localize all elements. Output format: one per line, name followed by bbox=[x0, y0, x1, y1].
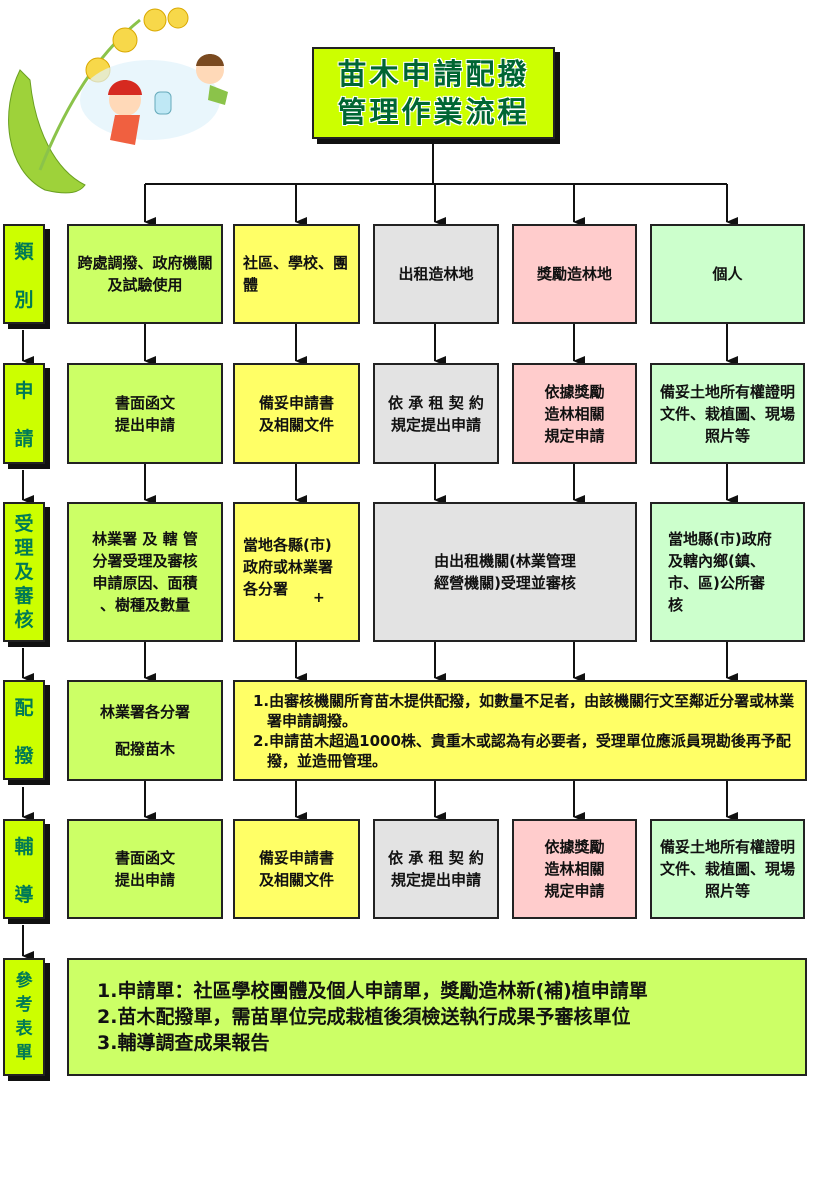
apply-community-school: 備妥申請書 及相關文件 bbox=[233, 363, 360, 464]
apply-incentive-land: 依據獎勵 造林相關 規定申請 bbox=[512, 363, 637, 464]
title-line-2: 管理作業流程 bbox=[337, 95, 530, 129]
category-community-school: 社區、學校、團體 bbox=[233, 224, 360, 324]
allocate-notes: 1.由審核機關所育苗木提供配撥，如數量不足者，由該機關行文至鄰近分署或林業署申請… bbox=[233, 680, 807, 781]
row-label-char: 考 bbox=[15, 995, 33, 1015]
row-label-char: 單 bbox=[15, 1043, 33, 1063]
row-label-char: 參 bbox=[15, 971, 33, 991]
row-label-char: 輔 bbox=[14, 835, 34, 858]
reference-item: 1.申請單：社區學校團體及個人申請單，獎勵造林新(補)植申請單 bbox=[97, 980, 648, 1002]
allocate-left-line-1: 林業署各分署 bbox=[99, 703, 190, 721]
row-label-category: 類 別 bbox=[3, 224, 45, 324]
allocate-note-1: 1.由審核機關所育苗木提供配撥，如數量不足者，由該機關行文至鄰近分署或林業署申請… bbox=[253, 691, 795, 730]
review-community-school: 當地各縣(市) 政府或林業署 各分署 bbox=[233, 502, 360, 642]
row-label-guide: 輔 導 bbox=[3, 819, 45, 919]
review-interagency: 林業署 及 轄 管 分署受理及審核 申請原因、面積 、樹種及數量 bbox=[67, 502, 223, 642]
guide-leased-land: 依 承 租 契 約 規定提出申請 bbox=[373, 819, 499, 919]
row-label-char: 理 bbox=[14, 537, 34, 559]
page-title: 苗木申請配撥 管理作業流程 bbox=[312, 47, 555, 139]
references-box: 1.申請單：社區學校團體及個人申請單，獎勵造林新(補)植申請單 2.苗木配撥單，… bbox=[67, 958, 807, 1076]
review-leased-incentive: 由出租機關(林業管理 經營機關)受理並審核 bbox=[373, 502, 637, 642]
category-interagency: 跨處調撥、政府機關及試驗使用 bbox=[67, 224, 223, 324]
row-label-char: 受 bbox=[14, 513, 34, 535]
apply-leased-land: 依 承 租 契 約 規定提出申請 bbox=[373, 363, 499, 464]
guide-individual: 備妥土地所有權證明文件、栽植圖、現場照片等 bbox=[650, 819, 805, 919]
row-label-allocate: 配 撥 bbox=[3, 680, 45, 780]
title-line-1: 苗木申請配撥 bbox=[337, 57, 530, 91]
category-incentive-land: 獎勵造林地 bbox=[512, 224, 637, 324]
fairy-illustration bbox=[8, 7, 228, 194]
guide-interagency: 書面函文 提出申請 bbox=[67, 819, 223, 919]
review-individual: 當地縣(市)政府 及轄內鄉(鎮、 市、區)公所審 核 bbox=[650, 502, 805, 642]
category-individual: 個人 bbox=[650, 224, 805, 324]
guide-incentive-land: 依據獎勵 造林相關 規定申請 bbox=[512, 819, 637, 919]
row-label-review: 受 理 及 審 核 bbox=[3, 502, 45, 642]
row-label-char: 申 bbox=[14, 379, 34, 402]
row-label-char: 別 bbox=[14, 288, 34, 311]
row-label-char: 類 bbox=[14, 240, 34, 263]
row-label-char: 配 bbox=[14, 696, 34, 719]
category-leased-land: 出租造林地 bbox=[373, 224, 499, 324]
apply-interagency: 書面函文 提出申請 bbox=[67, 363, 223, 464]
row-label-char: 請 bbox=[14, 428, 34, 451]
row-label-apply: 申 請 bbox=[3, 363, 45, 464]
allocate-note-2: 2.申請苗木超過1000株、貴重木或認為有必要者，受理單位應派員現勘後再予配撥，… bbox=[253, 731, 791, 770]
row-label-char: 核 bbox=[14, 609, 34, 631]
allocate-forestry-branches: 林業署各分署 配撥苗木 bbox=[67, 680, 223, 781]
guide-community-school: 備妥申請書 及相關文件 bbox=[233, 819, 360, 919]
reference-item: 2.苗木配撥單，需苗單位完成栽植後須檢送執行成果予審核單位 bbox=[97, 1006, 631, 1028]
apply-individual: 備妥土地所有權證明文件、栽植圖、現場照片等 bbox=[650, 363, 805, 464]
row-label-char: 撥 bbox=[14, 744, 34, 767]
cursor-mark: + bbox=[313, 590, 325, 606]
allocate-left-line-2: 配撥苗木 bbox=[114, 740, 175, 758]
row-label-char: 及 bbox=[14, 561, 34, 583]
reference-item: 3.輔導調查成果報告 bbox=[97, 1032, 270, 1054]
row-label-char: 導 bbox=[14, 883, 34, 906]
row-label-char: 表 bbox=[15, 1019, 33, 1039]
row-label-char: 審 bbox=[14, 585, 34, 607]
row-label-references: 參 考 表 單 bbox=[3, 958, 45, 1076]
